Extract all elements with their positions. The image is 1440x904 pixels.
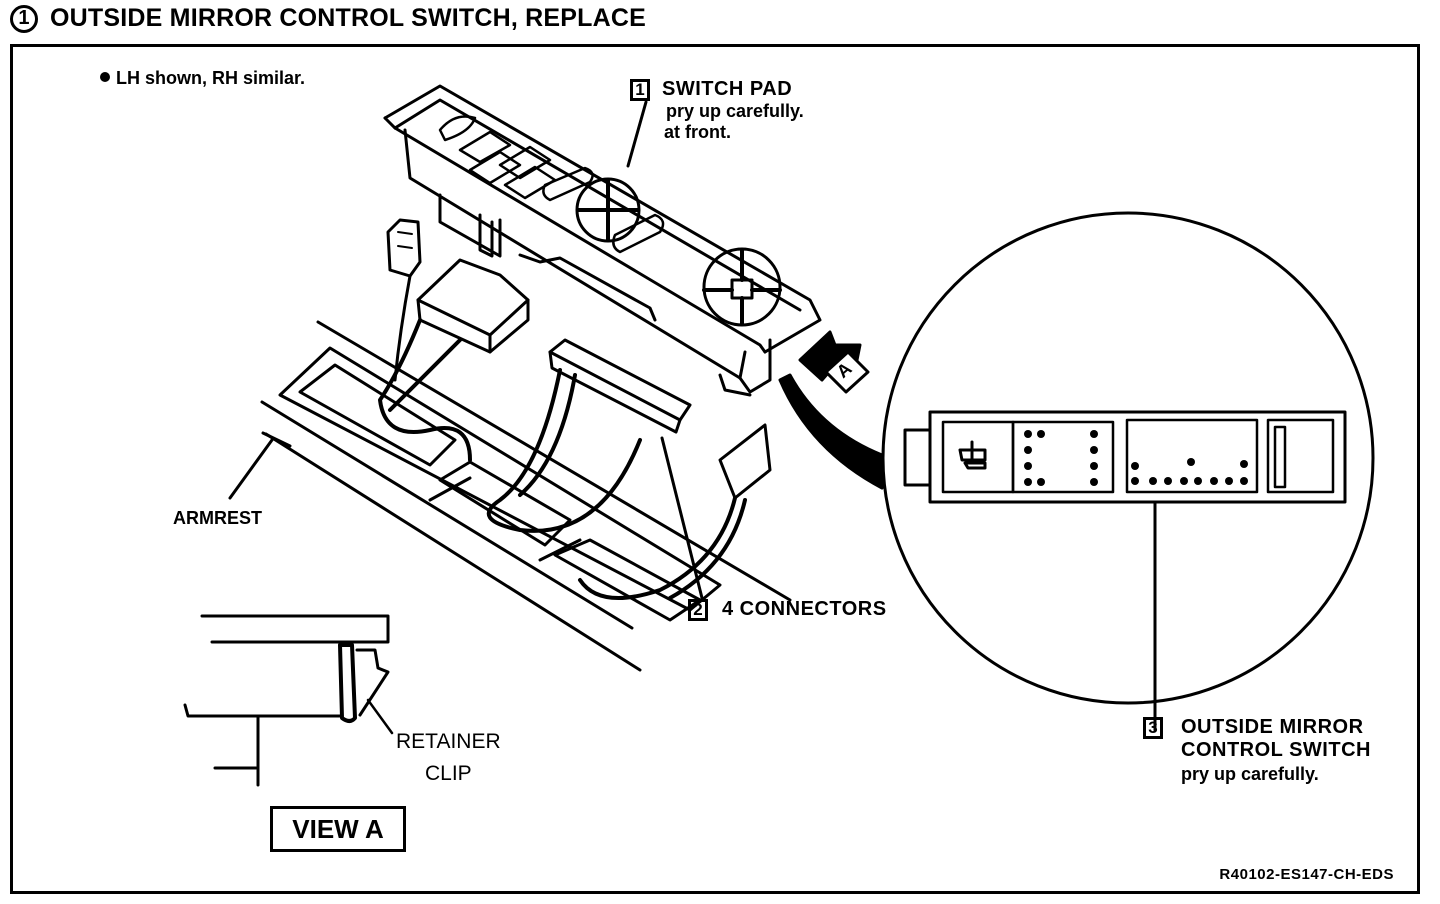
page-title: 1 OUTSIDE MIRROR CONTROL SWITCH, REPLACE [10, 4, 646, 33]
diagram-frame [10, 44, 1420, 894]
title-text: OUTSIDE MIRROR CONTROL SWITCH, REPLACE [50, 4, 647, 32]
retainer-clip-label: RETAINER CLIP [396, 730, 501, 785]
armrest-leader [228, 431, 292, 500]
armrest-label: ARMREST [173, 508, 262, 528]
callout-2-leader [660, 436, 704, 600]
detail-swoosh [778, 373, 884, 490]
callout-1-line-2: at front. [664, 122, 731, 142]
view-a-label: VIEW A [270, 806, 406, 852]
callout-number-1: 1 [630, 78, 650, 101]
view-a-detail [183, 614, 394, 787]
detail-circle [881, 211, 1375, 705]
callout-3-title-line-2: CONTROL SWITCH [1181, 739, 1371, 761]
callout-1-leader [626, 100, 648, 168]
callout-3-title-line-1: OUTSIDE MIRROR [1181, 716, 1364, 738]
callout-number-3: 3 [1143, 716, 1163, 739]
callout-1-line-1: pry up carefully. [666, 101, 804, 121]
callout-3-line-1: pry up carefully. [1181, 764, 1319, 784]
callout-number-2: 2 [688, 598, 708, 621]
step-number-badge: 1 [10, 4, 38, 33]
callout-switch-pad: 1 SWITCH PAD pry up carefully. at front. [630, 78, 804, 143]
callout-connectors: 2 4 CONNECTORS [688, 598, 887, 621]
reference-code: R40102-ES147-CH-EDS [1219, 866, 1394, 883]
callout-2-title: 4 CONNECTORS [722, 598, 887, 620]
switch-pad [383, 84, 822, 397]
view-a-arrow [798, 330, 870, 394]
note-text: LH shown, RH similar. [100, 68, 305, 89]
switch-terminal-dots [1024, 430, 1248, 486]
bullet-icon [100, 72, 110, 83]
callout-mirror-switch: 3 OUTSIDE MIRROR CONTROL SWITCH pry up c… [1143, 716, 1371, 785]
connector-harness [378, 218, 772, 600]
callout-1-title: SWITCH PAD [662, 78, 793, 100]
